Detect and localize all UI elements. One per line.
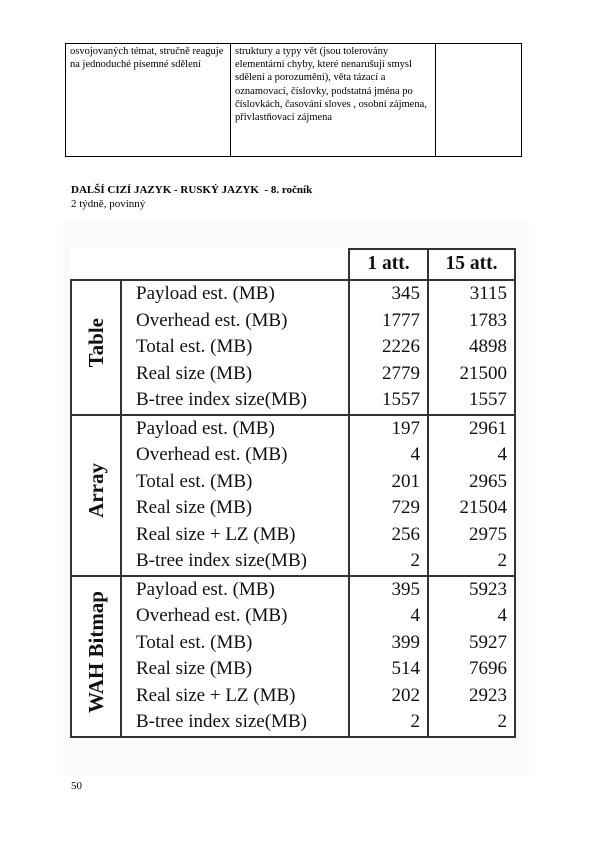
value-15-att: 21500 — [427, 360, 516, 387]
row-label: B-tree index size(MB) — [121, 709, 349, 738]
content-cell: struktury a typy vět (jsou tolerovány el… — [230, 43, 436, 157]
value-1-att: 2 — [348, 548, 428, 577]
value-1-att: 4 — [348, 442, 428, 469]
row-label: Payload est. (MB) — [121, 413, 349, 442]
row-label: Total est. (MB) — [136, 631, 253, 653]
value-15-att: 2 — [427, 548, 516, 577]
value-15-att: 4898 — [427, 334, 516, 361]
value-1-att: 395 — [348, 574, 428, 603]
value-15-att: 2 — [427, 709, 516, 738]
curriculum-table-fragment: osvojovaných témat, stručně reaguje na j… — [65, 43, 522, 157]
row-label: Payload est. (MB) — [121, 574, 349, 603]
section-subheading: 2 týdně, povinný — [71, 198, 146, 210]
table-header-row: 1 att. 15 att. — [71, 248, 516, 281]
row-label: B-tree index size(MB) — [121, 387, 349, 416]
value-1-att: 4 — [348, 603, 428, 630]
value-1-att: 729 — [348, 495, 428, 522]
row-label: Overhead est. (MB) — [136, 605, 288, 626]
value-1-att: 1777 — [348, 307, 428, 334]
value-15-att: 5927 — [427, 629, 516, 656]
curriculum-row: osvojovaných témat, stručně reaguje na j… — [65, 43, 522, 157]
value-15-att: 4 — [427, 603, 516, 630]
value-1-att: 197 — [348, 413, 428, 442]
group-label: WAH Bitmap — [83, 590, 108, 713]
value-15-att: 1557 — [427, 387, 516, 416]
header-col-1-att: 1 att. — [348, 248, 429, 281]
value-1-att: 1557 — [348, 387, 428, 416]
page-number: 50 — [71, 780, 82, 792]
row-label: Real size + LZ (MB) — [136, 684, 296, 706]
row-label: Overhead est. (MB) — [136, 309, 288, 331]
value-15-att: 1783 — [427, 307, 516, 334]
value-1-att: 2779 — [348, 360, 428, 387]
value-1-att: 202 — [348, 682, 428, 709]
row-label: Real size (MB) — [136, 658, 253, 679]
group-label: Table — [83, 318, 108, 368]
value-15-att: 21504 — [427, 495, 516, 522]
value-1-att: 345 — [348, 279, 428, 308]
value-15-att: 7696 — [427, 656, 516, 683]
outcomes-cell: osvojovaných témat, stručně reaguje na j… — [65, 43, 231, 157]
value-15-att: 5923 — [427, 574, 516, 603]
value-1-att: 399 — [348, 629, 428, 656]
row-label: B-tree index size(MB) — [121, 548, 349, 577]
row-label: Real size (MB) — [136, 497, 253, 518]
value-1-att: 256 — [348, 521, 428, 548]
row-label: Total est. (MB) — [136, 336, 253, 357]
row-label: Payload est. (MB) — [121, 279, 349, 308]
value-1-att: 2226 — [348, 334, 428, 361]
value-15-att: 4 — [427, 442, 516, 469]
section-heading: DALŠÍ CIZÍ JAZYK - RUSKÝ JAZYK - 8. ročn… — [71, 184, 313, 196]
group-label-cell: WAH Bitmap — [70, 574, 122, 738]
row-label: Real size + LZ (MB) — [136, 523, 296, 545]
row-label: Overhead est. (MB) — [136, 444, 288, 465]
header-spacer — [71, 249, 349, 280]
group-label-cell: Table — [70, 279, 122, 416]
value-1-att: 514 — [348, 656, 428, 683]
row-label: Real size (MB) — [136, 362, 253, 384]
value-1-att: 201 — [348, 468, 428, 495]
notes-cell — [435, 43, 522, 157]
value-15-att: 2961 — [427, 413, 516, 442]
row-label: Total est. (MB) — [136, 470, 253, 492]
value-15-att: 2965 — [427, 468, 516, 495]
group-label-cell: Array — [70, 413, 122, 577]
value-15-att: 3115 — [427, 279, 516, 308]
group-label: Array — [83, 463, 108, 519]
value-15-att: 2975 — [427, 521, 516, 548]
header-col-15-att: 15 att. — [427, 248, 516, 281]
value-15-att: 2923 — [427, 682, 516, 709]
value-1-att: 2 — [348, 709, 428, 738]
